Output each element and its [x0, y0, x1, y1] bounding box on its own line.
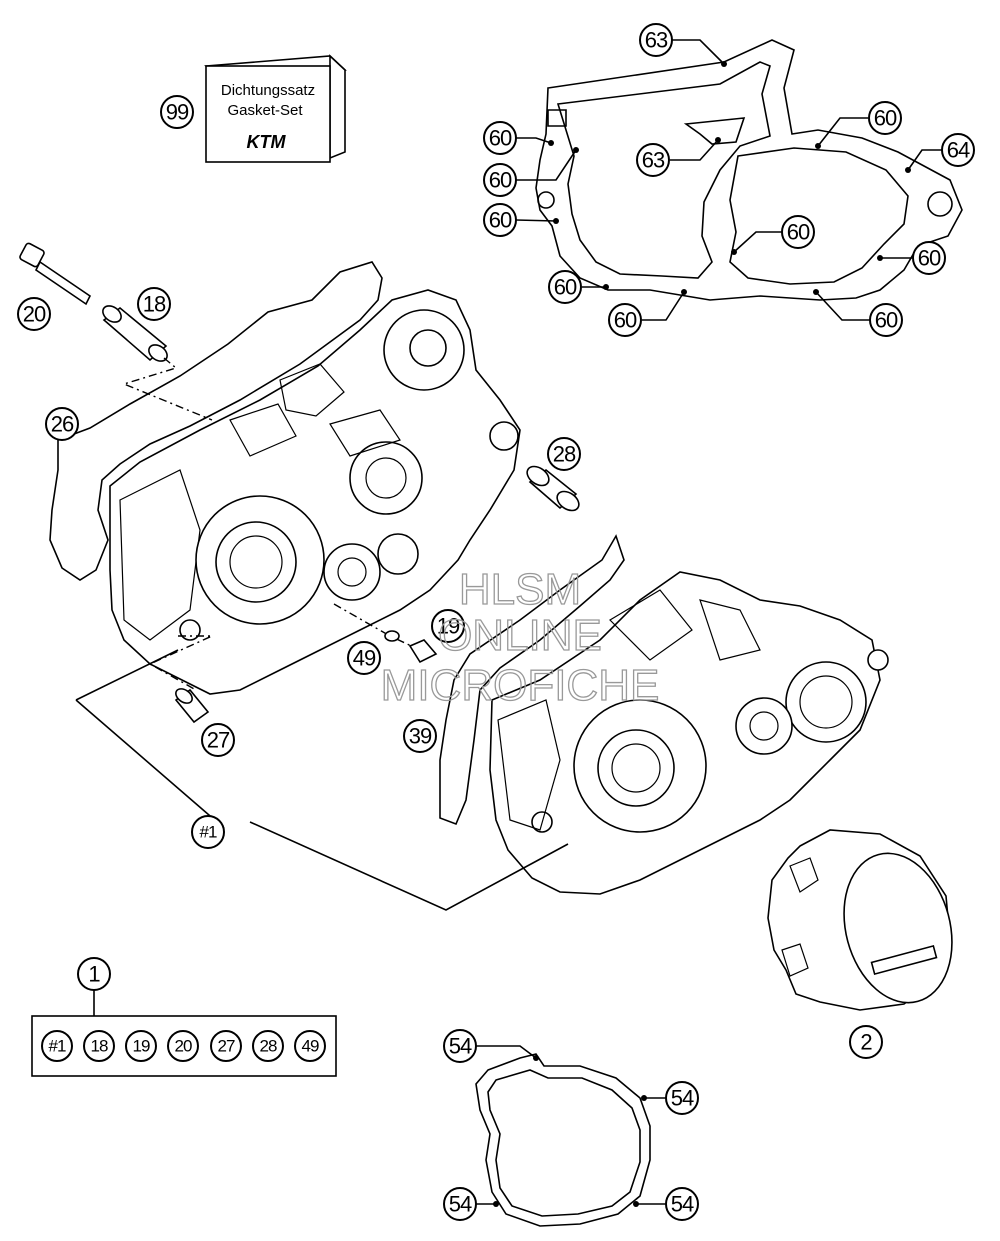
- callout-54-b[interactable]: 54: [665, 1081, 699, 1115]
- svg-text:20: 20: [175, 1037, 192, 1056]
- callout-60-e[interactable]: 60: [608, 303, 642, 337]
- callout-63-inner[interactable]: 63: [636, 143, 670, 177]
- callout-54-c[interactable]: 54: [443, 1187, 477, 1221]
- kit-item-28[interactable]: 28: [252, 1030, 284, 1062]
- svg-text:60: 60: [554, 275, 577, 300]
- svg-text:60: 60: [918, 246, 941, 271]
- svg-text:60: 60: [489, 168, 512, 193]
- svg-text:64: 64: [947, 138, 970, 163]
- svg-text:28: 28: [260, 1037, 277, 1056]
- callout-60-b[interactable]: 60: [483, 163, 517, 197]
- ktm-logo: KTM: [247, 132, 287, 152]
- callout-60-d[interactable]: 60: [548, 270, 582, 304]
- svg-text:ONLINE: ONLINE: [438, 611, 602, 660]
- svg-text:60: 60: [874, 106, 897, 131]
- svg-text:19: 19: [133, 1037, 150, 1056]
- gasket-set-box: Dichtungssatz Gasket-Set KTM: [204, 54, 347, 163]
- gasket-set-label-en: Gasket-Set: [227, 102, 303, 119]
- callout-60-a[interactable]: 60: [483, 121, 517, 155]
- gasket-set-label-de: Dichtungssatz: [221, 82, 315, 99]
- svg-text:#1: #1: [200, 823, 217, 842]
- ignition-cover-part: [767, 829, 953, 1011]
- svg-text:26: 26: [51, 412, 74, 437]
- callout-60-h[interactable]: 60: [912, 241, 946, 275]
- callout-60-c[interactable]: 60: [483, 203, 517, 237]
- bushing-part: [526, 465, 580, 512]
- kit-item-20[interactable]: 20: [167, 1030, 199, 1062]
- svg-text:49: 49: [302, 1037, 319, 1056]
- svg-text:MICROFICHE: MICROFICHE: [381, 661, 660, 710]
- svg-text:27: 27: [207, 728, 230, 753]
- kit-item-27[interactable]: 27: [210, 1030, 242, 1062]
- callout-99[interactable]: 99: [160, 95, 194, 129]
- callout-63-top[interactable]: 63: [639, 23, 673, 57]
- svg-text:1: 1: [88, 962, 100, 987]
- svg-text:60: 60: [787, 220, 810, 245]
- kit-item-49[interactable]: 49: [294, 1030, 326, 1062]
- svg-text:27: 27: [218, 1037, 235, 1056]
- kit-item-18[interactable]: 18: [83, 1030, 115, 1062]
- callout-60-f[interactable]: 60: [868, 101, 902, 135]
- svg-text:18: 18: [143, 292, 166, 317]
- right-crankcase-half: [439, 534, 889, 895]
- svg-text:#1: #1: [49, 1037, 66, 1056]
- svg-text:60: 60: [489, 126, 512, 151]
- dowel-pin-part: [174, 688, 210, 724]
- callout-20[interactable]: 20: [17, 297, 51, 331]
- callout-60-i[interactable]: 60: [869, 303, 903, 337]
- callout-39[interactable]: 39: [403, 719, 437, 753]
- watermark: HLSM ONLINE MICROFICHE: [380, 564, 660, 710]
- screw-part: [384, 630, 438, 664]
- callout-27[interactable]: 27: [201, 723, 235, 757]
- callout-crankcase-set[interactable]: #1: [191, 815, 225, 849]
- callout-2[interactable]: 2: [849, 1025, 883, 1059]
- svg-text:60: 60: [489, 208, 512, 233]
- callout-26[interactable]: 26: [45, 407, 79, 441]
- svg-text:19: 19: [437, 614, 460, 639]
- crankcase-gasket: [535, 39, 963, 301]
- svg-text:60: 60: [614, 308, 637, 333]
- kit-item-crankcase-set[interactable]: #1: [41, 1030, 73, 1062]
- svg-text:HLSM: HLSM: [459, 565, 581, 614]
- callout-18[interactable]: 18: [137, 287, 171, 321]
- callout-28[interactable]: 28: [547, 437, 581, 471]
- svg-text:18: 18: [91, 1037, 108, 1056]
- callout-1[interactable]: 1: [77, 957, 111, 991]
- kit-item-19[interactable]: 19: [125, 1030, 157, 1062]
- callout-54-a[interactable]: 54: [443, 1029, 477, 1063]
- dowel-sleeve-part: [102, 305, 168, 362]
- callout-49[interactable]: 49: [347, 641, 381, 675]
- svg-text:54: 54: [671, 1192, 694, 1217]
- svg-text:20: 20: [23, 302, 46, 327]
- svg-text:39: 39: [409, 724, 432, 749]
- svg-text:49: 49: [353, 646, 376, 671]
- svg-text:54: 54: [449, 1192, 472, 1217]
- callout-64[interactable]: 64: [941, 133, 975, 167]
- svg-text:54: 54: [449, 1034, 472, 1059]
- svg-text:60: 60: [875, 308, 898, 333]
- svg-text:2: 2: [860, 1030, 872, 1055]
- svg-text:54: 54: [671, 1086, 694, 1111]
- callout-60-g[interactable]: 60: [781, 215, 815, 249]
- callout-54-d[interactable]: 54: [665, 1187, 699, 1221]
- svg-text:63: 63: [645, 28, 668, 53]
- callout-19[interactable]: 19: [431, 609, 465, 643]
- svg-text:28: 28: [553, 442, 576, 467]
- bolt-part: [19, 242, 92, 306]
- svg-text:63: 63: [642, 148, 665, 173]
- ignition-cover-gasket: [475, 1053, 651, 1227]
- left-crankcase-half: [49, 261, 521, 695]
- svg-text:99: 99: [166, 100, 189, 125]
